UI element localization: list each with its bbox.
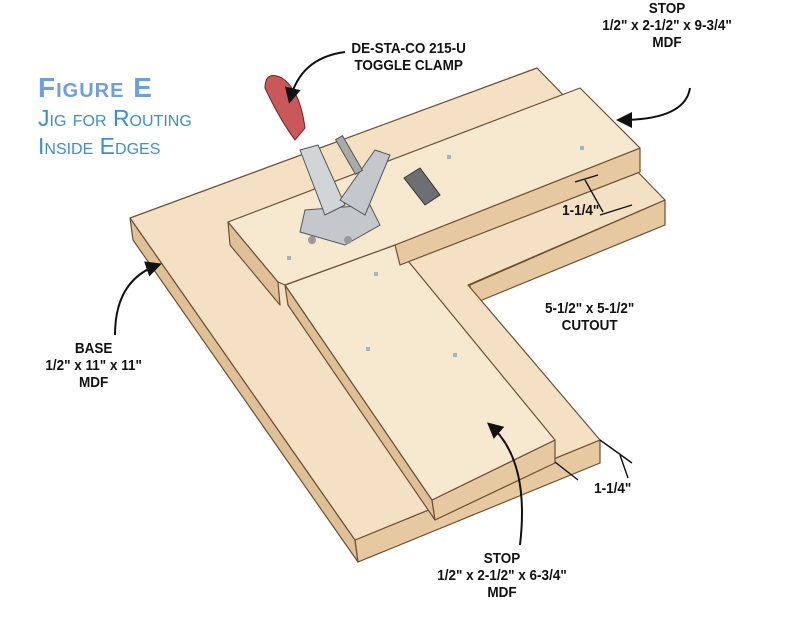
short-stop-label: STOP 1/2" x 2-1/2" x 6-3/4" MDF: [437, 550, 567, 601]
cutout-label: 5-1/2" x 5-1/2" CUTOUT: [545, 300, 634, 334]
clamp-label-line1: DE-STA-CO 215-U: [351, 40, 466, 57]
clamp-label: DE-STA-CO 215-U TOGGLE CLAMP: [351, 40, 466, 74]
cutout-line2: CUTOUT: [561, 317, 618, 334]
figure-title: Figure E: [38, 72, 153, 103]
long-stop-line1: STOP: [648, 0, 686, 17]
short-stop-arrow: [486, 422, 523, 546]
toggle-clamp-icon: [264, 75, 441, 246]
dimension-lines: [554, 174, 633, 481]
figure-subtitle-1: Jig for Routing: [38, 105, 192, 131]
dimension-top-label: 1-1/4": [562, 202, 600, 219]
short-stop-line3: MDF: [487, 584, 517, 601]
base-line1: BASE: [74, 340, 113, 357]
short-stop-line2: 1/2" x 2-1/2" x 6-3/4": [437, 567, 567, 584]
clamp-label-line2: TOGGLE CLAMP: [354, 57, 463, 74]
long-stop-arrow: [616, 87, 691, 128]
base-line3: MDF: [79, 374, 109, 391]
long-stop-line3: MDF: [652, 34, 682, 51]
base-arrow: [114, 261, 162, 336]
short-stop-line1: STOP: [483, 550, 521, 567]
callout-arrows: [114, 51, 691, 546]
long-stop-label: STOP 1/2" x 2-1/2" x 9-3/4" MDF: [602, 0, 732, 51]
long-stop-line2: 1/2" x 2-1/2" x 9-3/4": [602, 17, 732, 34]
figure-heading: Figure E Jig for Routing Inside Edges: [38, 72, 192, 160]
base-line2: 1/2" x 11" x 11": [45, 357, 142, 374]
clamp-arrow: [285, 51, 346, 104]
cutout-line1: 5-1/2" x 5-1/2": [544, 300, 635, 317]
base-label: BASE 1/2" x 11" x 11" MDF: [45, 340, 142, 391]
figure-subtitle-2: Inside Edges: [38, 133, 161, 159]
dimension-bottom-label: 1-1/4": [594, 480, 632, 497]
